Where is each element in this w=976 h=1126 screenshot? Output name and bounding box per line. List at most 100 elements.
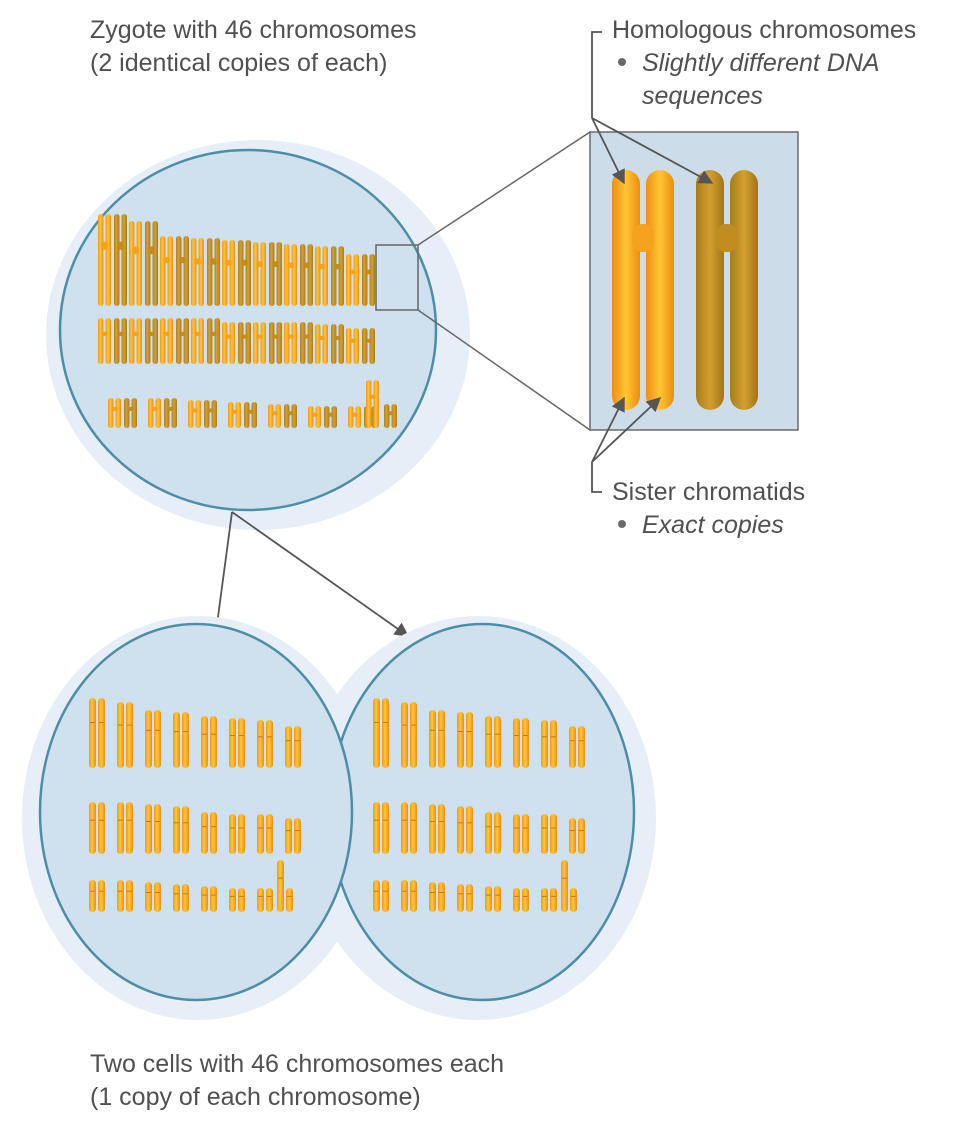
chromosome — [466, 884, 473, 912]
homologous-bullet-line1: Slightly different DNA — [642, 49, 880, 77]
bullet-icon — [618, 58, 626, 67]
chromosome — [98, 214, 111, 306]
chromosome — [550, 814, 557, 854]
chromosome — [238, 322, 251, 364]
homologous-pointer — [591, 31, 714, 185]
daughter-left-chromosomes — [89, 698, 301, 912]
chromosome — [308, 406, 321, 428]
chromosome — [257, 720, 264, 768]
chromosome — [126, 802, 133, 854]
chromosome — [315, 324, 328, 364]
chromosome — [570, 888, 577, 912]
chromosome — [429, 710, 436, 768]
chromosome — [98, 698, 105, 768]
chromosome — [191, 238, 204, 306]
daughter-right-chromosomes — [373, 698, 585, 912]
sister-chromatids-pointer — [591, 396, 662, 493]
chromosome — [286, 888, 293, 912]
sister-bullet-row: Exact copies — [612, 509, 805, 542]
chromosome — [269, 322, 282, 364]
chromosome — [284, 404, 297, 428]
chromosome-paternal — [696, 170, 758, 410]
zygote-caption-line2: (2 identical copies of each) — [90, 49, 388, 77]
chromosome — [244, 402, 257, 428]
chromosome — [207, 238, 220, 306]
chromosome — [300, 244, 313, 306]
chromosome — [238, 888, 245, 912]
chromosome — [229, 888, 236, 912]
homologous-title: Homologous chromosomes — [612, 16, 917, 44]
chromosome — [466, 806, 473, 854]
chromosome-maternal — [612, 170, 674, 410]
bullet-icon — [618, 520, 626, 529]
chromosome — [201, 886, 208, 912]
chromosome — [89, 880, 96, 912]
daughter-caption-line2: (1 copy of each chromosome) — [90, 1083, 421, 1111]
chromosome — [401, 880, 408, 912]
chromosome — [201, 716, 208, 768]
chromosome — [229, 814, 236, 854]
division-arrows — [210, 511, 410, 637]
chromosome — [266, 720, 273, 768]
chromosome — [300, 322, 313, 364]
chromosome — [373, 802, 380, 854]
chromosome — [257, 888, 264, 912]
chromosome — [204, 400, 217, 428]
chromosome — [145, 882, 152, 912]
chromosome — [382, 802, 389, 854]
chromosome — [401, 802, 408, 854]
chromosome — [145, 318, 158, 364]
chromosome — [89, 698, 96, 768]
chromosome — [457, 806, 464, 854]
chromosome — [182, 884, 189, 912]
chromosome — [346, 328, 359, 364]
chromosome — [285, 726, 292, 768]
chromosome — [315, 246, 328, 306]
daughter-cell-right — [300, 616, 656, 1020]
chromosome — [513, 814, 520, 854]
chromosome — [277, 860, 284, 912]
chromosome — [145, 804, 152, 854]
chromosome — [550, 888, 557, 912]
zoom-region-box — [375, 244, 419, 311]
daughter-caption: Two cells with 46 chromosomes each (1 co… — [90, 1048, 504, 1114]
chromosome — [164, 398, 177, 428]
chromosome — [269, 242, 282, 306]
chromosome — [541, 814, 548, 854]
chromosome — [284, 322, 297, 364]
chromosome — [160, 318, 173, 364]
chromosome — [541, 888, 548, 912]
chromosome — [201, 812, 208, 854]
chromosome — [494, 716, 501, 768]
chromosome — [160, 236, 173, 306]
chromosome — [253, 322, 266, 364]
chromosome — [485, 886, 492, 912]
chromosome — [210, 716, 217, 768]
chromosome — [89, 802, 96, 854]
chromosome — [126, 880, 133, 912]
chromosome — [108, 398, 121, 428]
sister-title: Sister chromatids — [612, 478, 806, 506]
chromosome — [410, 880, 417, 912]
chromosome — [438, 710, 445, 768]
chromosome — [222, 322, 235, 364]
chromosome — [210, 886, 217, 912]
zygote-caption-line1: Zygote with 46 chromosomes — [90, 16, 417, 44]
chromosome — [238, 814, 245, 854]
chromosome — [207, 318, 220, 364]
homologous-bullet-row: Slightly different DNA — [612, 47, 916, 80]
chromosome — [222, 240, 235, 306]
chromosome — [466, 712, 473, 768]
chromosome — [410, 802, 417, 854]
chromosome — [114, 214, 127, 306]
chromosome — [182, 712, 189, 768]
chromosome — [429, 804, 436, 854]
chromosome — [382, 880, 389, 912]
chromosome — [494, 812, 501, 854]
chromosome — [129, 221, 142, 306]
chromosome — [346, 254, 359, 306]
chromosome — [513, 718, 520, 768]
chromosome — [238, 240, 251, 306]
chromosome — [154, 882, 161, 912]
